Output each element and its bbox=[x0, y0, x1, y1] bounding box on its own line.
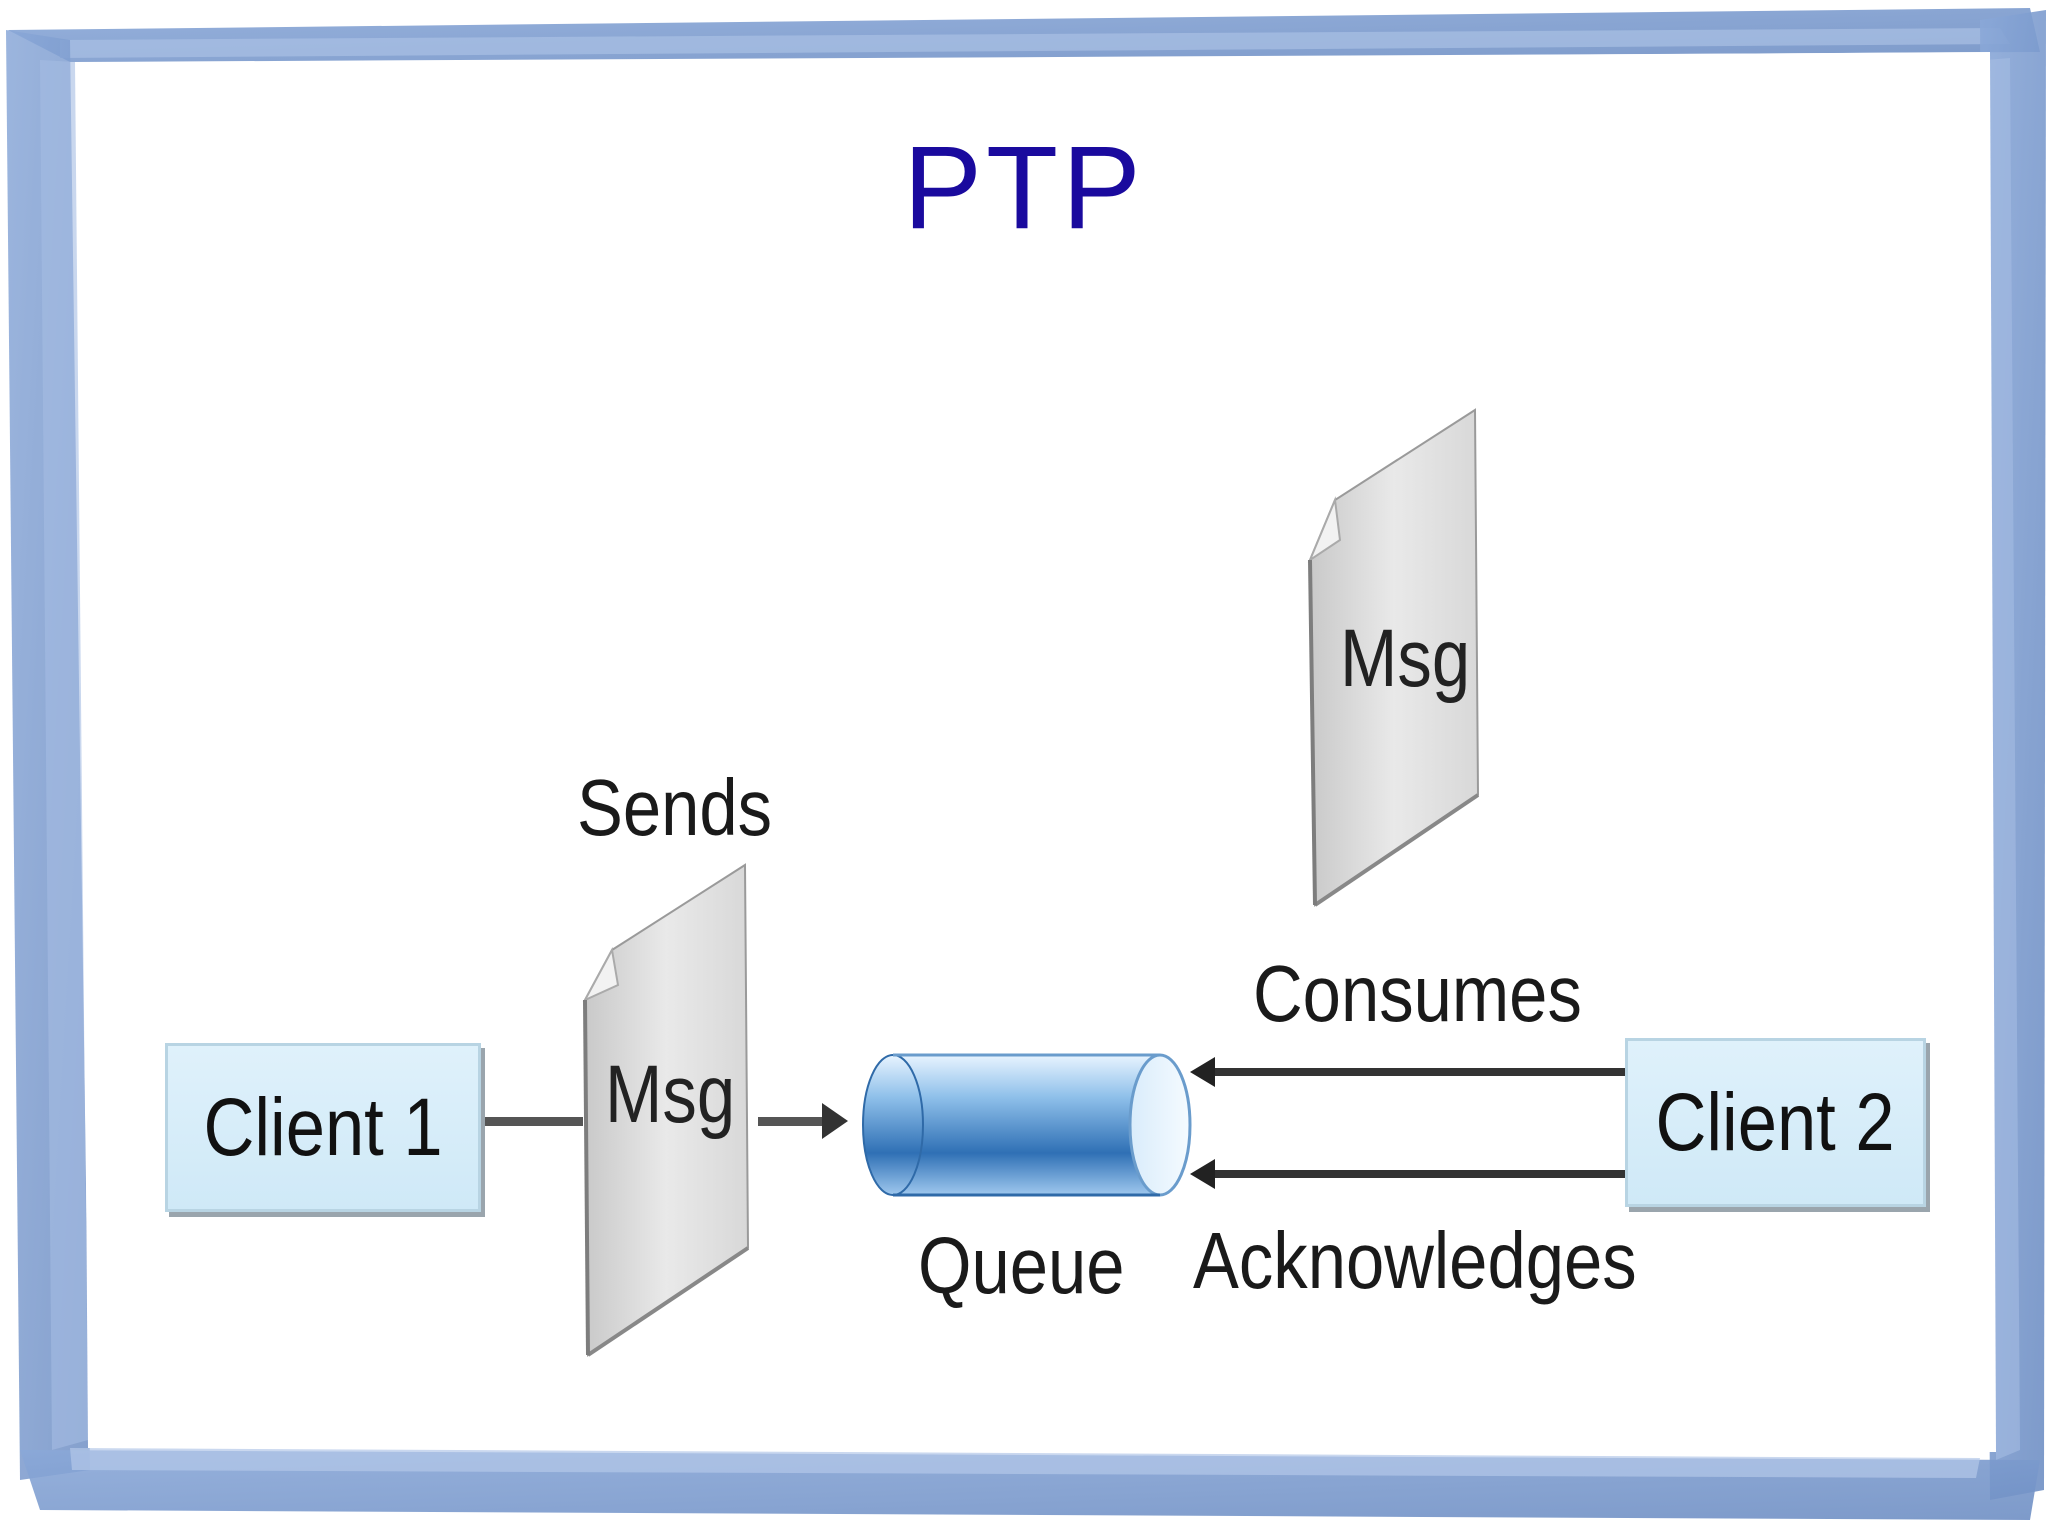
acknowledges-label: Acknowledges bbox=[1193, 1216, 1637, 1305]
message-sent-label: Msg bbox=[605, 1049, 736, 1140]
queue-cylinder bbox=[862, 1053, 1192, 1197]
queue-label: Queue bbox=[918, 1221, 1125, 1310]
send-arrow-line bbox=[758, 1117, 828, 1126]
send-arrow-head bbox=[822, 1103, 848, 1139]
consumes-arrow-head bbox=[1190, 1057, 1215, 1087]
client-1-box: Client 1 bbox=[165, 1043, 481, 1212]
client-2-box: Client 2 bbox=[1625, 1038, 1926, 1207]
acknowledges-arrow-line bbox=[1210, 1170, 1625, 1178]
message-document-sent bbox=[582, 863, 750, 1357]
connector-line bbox=[483, 1117, 583, 1126]
consumes-arrow-line bbox=[1210, 1068, 1625, 1076]
slide-title: PTP bbox=[903, 122, 1145, 254]
client-1-label: Client 1 bbox=[203, 1081, 443, 1173]
message-consumed-label: Msg bbox=[1340, 613, 1471, 704]
sends-label: Sends bbox=[577, 763, 773, 852]
acknowledges-arrow-head bbox=[1190, 1159, 1215, 1189]
consumes-label: Consumes bbox=[1253, 949, 1582, 1038]
message-document-consumed bbox=[1307, 408, 1480, 907]
client-2-label: Client 2 bbox=[1655, 1076, 1896, 1168]
